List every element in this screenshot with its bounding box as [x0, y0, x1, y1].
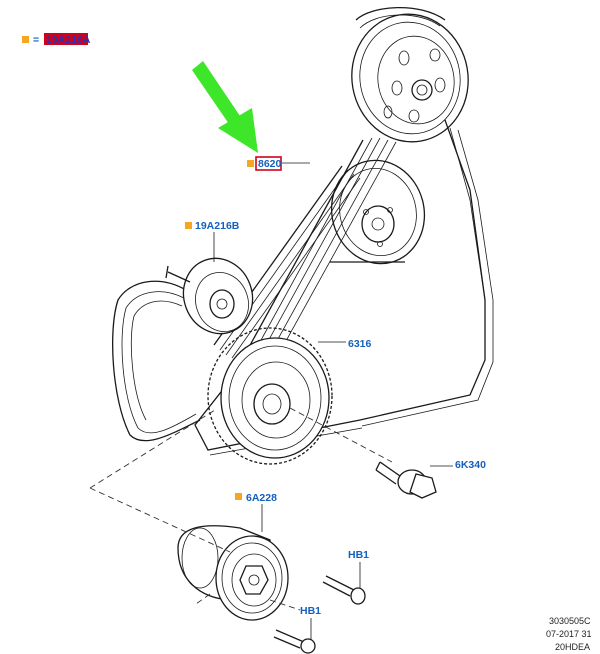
callout-belt-box	[255, 156, 282, 171]
idler-pulley	[165, 257, 254, 335]
assembly-dashed-lines	[89, 407, 393, 611]
callout-bolt-lower[interactable]: HB1	[300, 605, 321, 640]
footer-line-2: 07-2017 31	[546, 629, 592, 639]
callout-bolt-lower-label[interactable]: HB1	[300, 605, 321, 617]
upper-pulley	[351, 13, 469, 143]
middle-pulley	[330, 159, 426, 265]
footer-codes: 3030505C 07-2017 31 20HDEA	[546, 616, 592, 652]
arrow-shaft	[192, 61, 240, 124]
secondary-belt	[213, 165, 405, 359]
tensioner-assembly	[177, 525, 289, 621]
legend-marker-square	[22, 36, 29, 43]
auxiliary-belt-loop	[112, 280, 201, 442]
callout-belt[interactable]: 8620	[247, 156, 310, 171]
callout-tensioner[interactable]: 6A228	[235, 492, 277, 532]
arrow-head	[218, 108, 258, 153]
callout-idler-marker	[185, 222, 192, 229]
callout-belt-label[interactable]: 8620	[258, 158, 282, 170]
callout-idler-pulley[interactable]: 19A216B	[185, 220, 240, 262]
callout-crank-bolt-label[interactable]: 6K340	[455, 459, 486, 471]
callout-bolt-upper[interactable]: HB1	[348, 549, 369, 588]
bolt-upper	[322, 575, 366, 605]
callout-tensioner-label[interactable]: 6A228	[246, 492, 277, 504]
legend-code[interactable]: 19A216A	[46, 34, 91, 46]
callout-tensioner-marker	[235, 493, 242, 500]
callout-crank-pulley-label[interactable]: 6316	[348, 338, 372, 350]
footer-line-3: 20HDEA	[555, 642, 590, 652]
bolt-lower	[273, 629, 316, 654]
callout-bolt-upper-label[interactable]: HB1	[348, 549, 369, 561]
callout-crank-bolt[interactable]: 6K340	[430, 459, 486, 471]
green-pointer-arrow	[192, 61, 258, 153]
legend: = 19A216A	[22, 33, 91, 46]
crankshaft-pulley	[207, 327, 333, 465]
crank-bolt	[375, 461, 437, 499]
callout-idler-label[interactable]: 19A216B	[195, 220, 240, 232]
callout-belt-marker	[247, 160, 254, 167]
callout-crank-pulley[interactable]: 6316	[318, 338, 372, 350]
legend-code-highlight	[44, 33, 88, 45]
footer-line-1: 3030505C	[549, 616, 591, 626]
legend-equals: =	[33, 34, 39, 46]
